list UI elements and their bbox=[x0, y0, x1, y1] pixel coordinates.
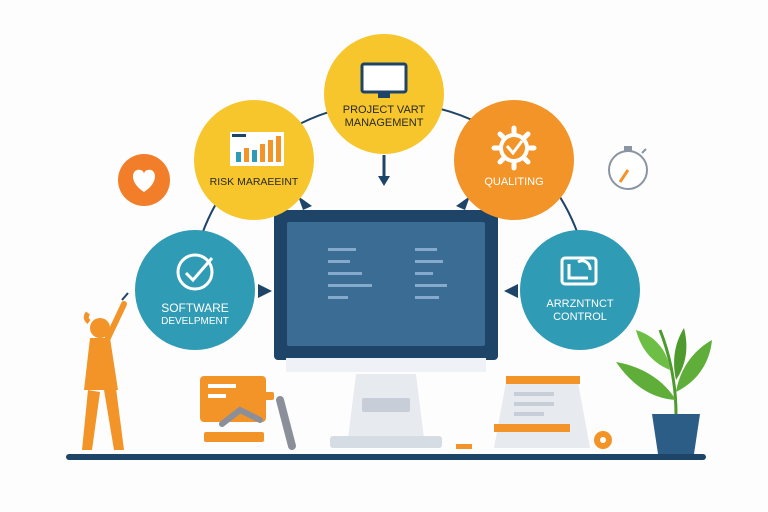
heart-icon bbox=[133, 169, 155, 192]
label-software-line2: DEVELPMENT bbox=[161, 315, 229, 327]
label-risk-management: RISK MARAEEINT bbox=[200, 176, 308, 188]
label-control: ARRZNTNCT CONTROL bbox=[526, 298, 634, 323]
label-project-line2: MANAGEMENT bbox=[344, 116, 424, 129]
heart-badge bbox=[118, 154, 170, 206]
control-chart-icon bbox=[560, 256, 598, 286]
monitor-base bbox=[330, 436, 442, 448]
node-quality bbox=[454, 100, 574, 220]
checkmark-icon bbox=[176, 253, 214, 291]
label-project-management: PROJECT VART MANAGEMENT bbox=[330, 104, 438, 129]
arrow-project-down bbox=[378, 155, 390, 186]
monitor-screen bbox=[287, 222, 485, 346]
monitor-icon bbox=[360, 62, 408, 98]
label-quality: QUALITING bbox=[460, 176, 568, 189]
document-stand-illustration bbox=[456, 376, 612, 449]
bar-chart-icon bbox=[230, 132, 284, 166]
label-control-line2: CONTROL bbox=[553, 310, 607, 323]
node-project-management bbox=[324, 34, 444, 154]
label-quality-line1: QUALITING bbox=[484, 176, 544, 188]
label-software-line1: SOFTWARE bbox=[161, 301, 229, 315]
label-project-line1: PROJECT VART bbox=[342, 104, 426, 116]
node-risk-management bbox=[194, 100, 314, 220]
arrow-risk bbox=[298, 196, 312, 210]
label-risk-line1: RISK MARAEEINT bbox=[209, 176, 299, 188]
label-software-development: SOFTWARE DEVELPMENT bbox=[141, 301, 249, 327]
stopwatch-icon bbox=[608, 146, 648, 190]
arrow-software bbox=[258, 284, 272, 298]
node-software-development bbox=[135, 230, 255, 350]
arrow-control bbox=[504, 284, 518, 298]
gear-icon bbox=[491, 125, 537, 171]
orange-laptop-illustration bbox=[200, 376, 296, 450]
potted-plant-illustration bbox=[616, 328, 712, 454]
monitor-chin bbox=[286, 358, 486, 372]
arrow-quality bbox=[456, 196, 470, 210]
node-control bbox=[520, 230, 640, 350]
central-monitor bbox=[274, 210, 498, 448]
person-figure bbox=[82, 292, 129, 450]
label-control-line1: ARRZNTNCT bbox=[546, 298, 614, 310]
floor-line bbox=[66, 454, 706, 460]
